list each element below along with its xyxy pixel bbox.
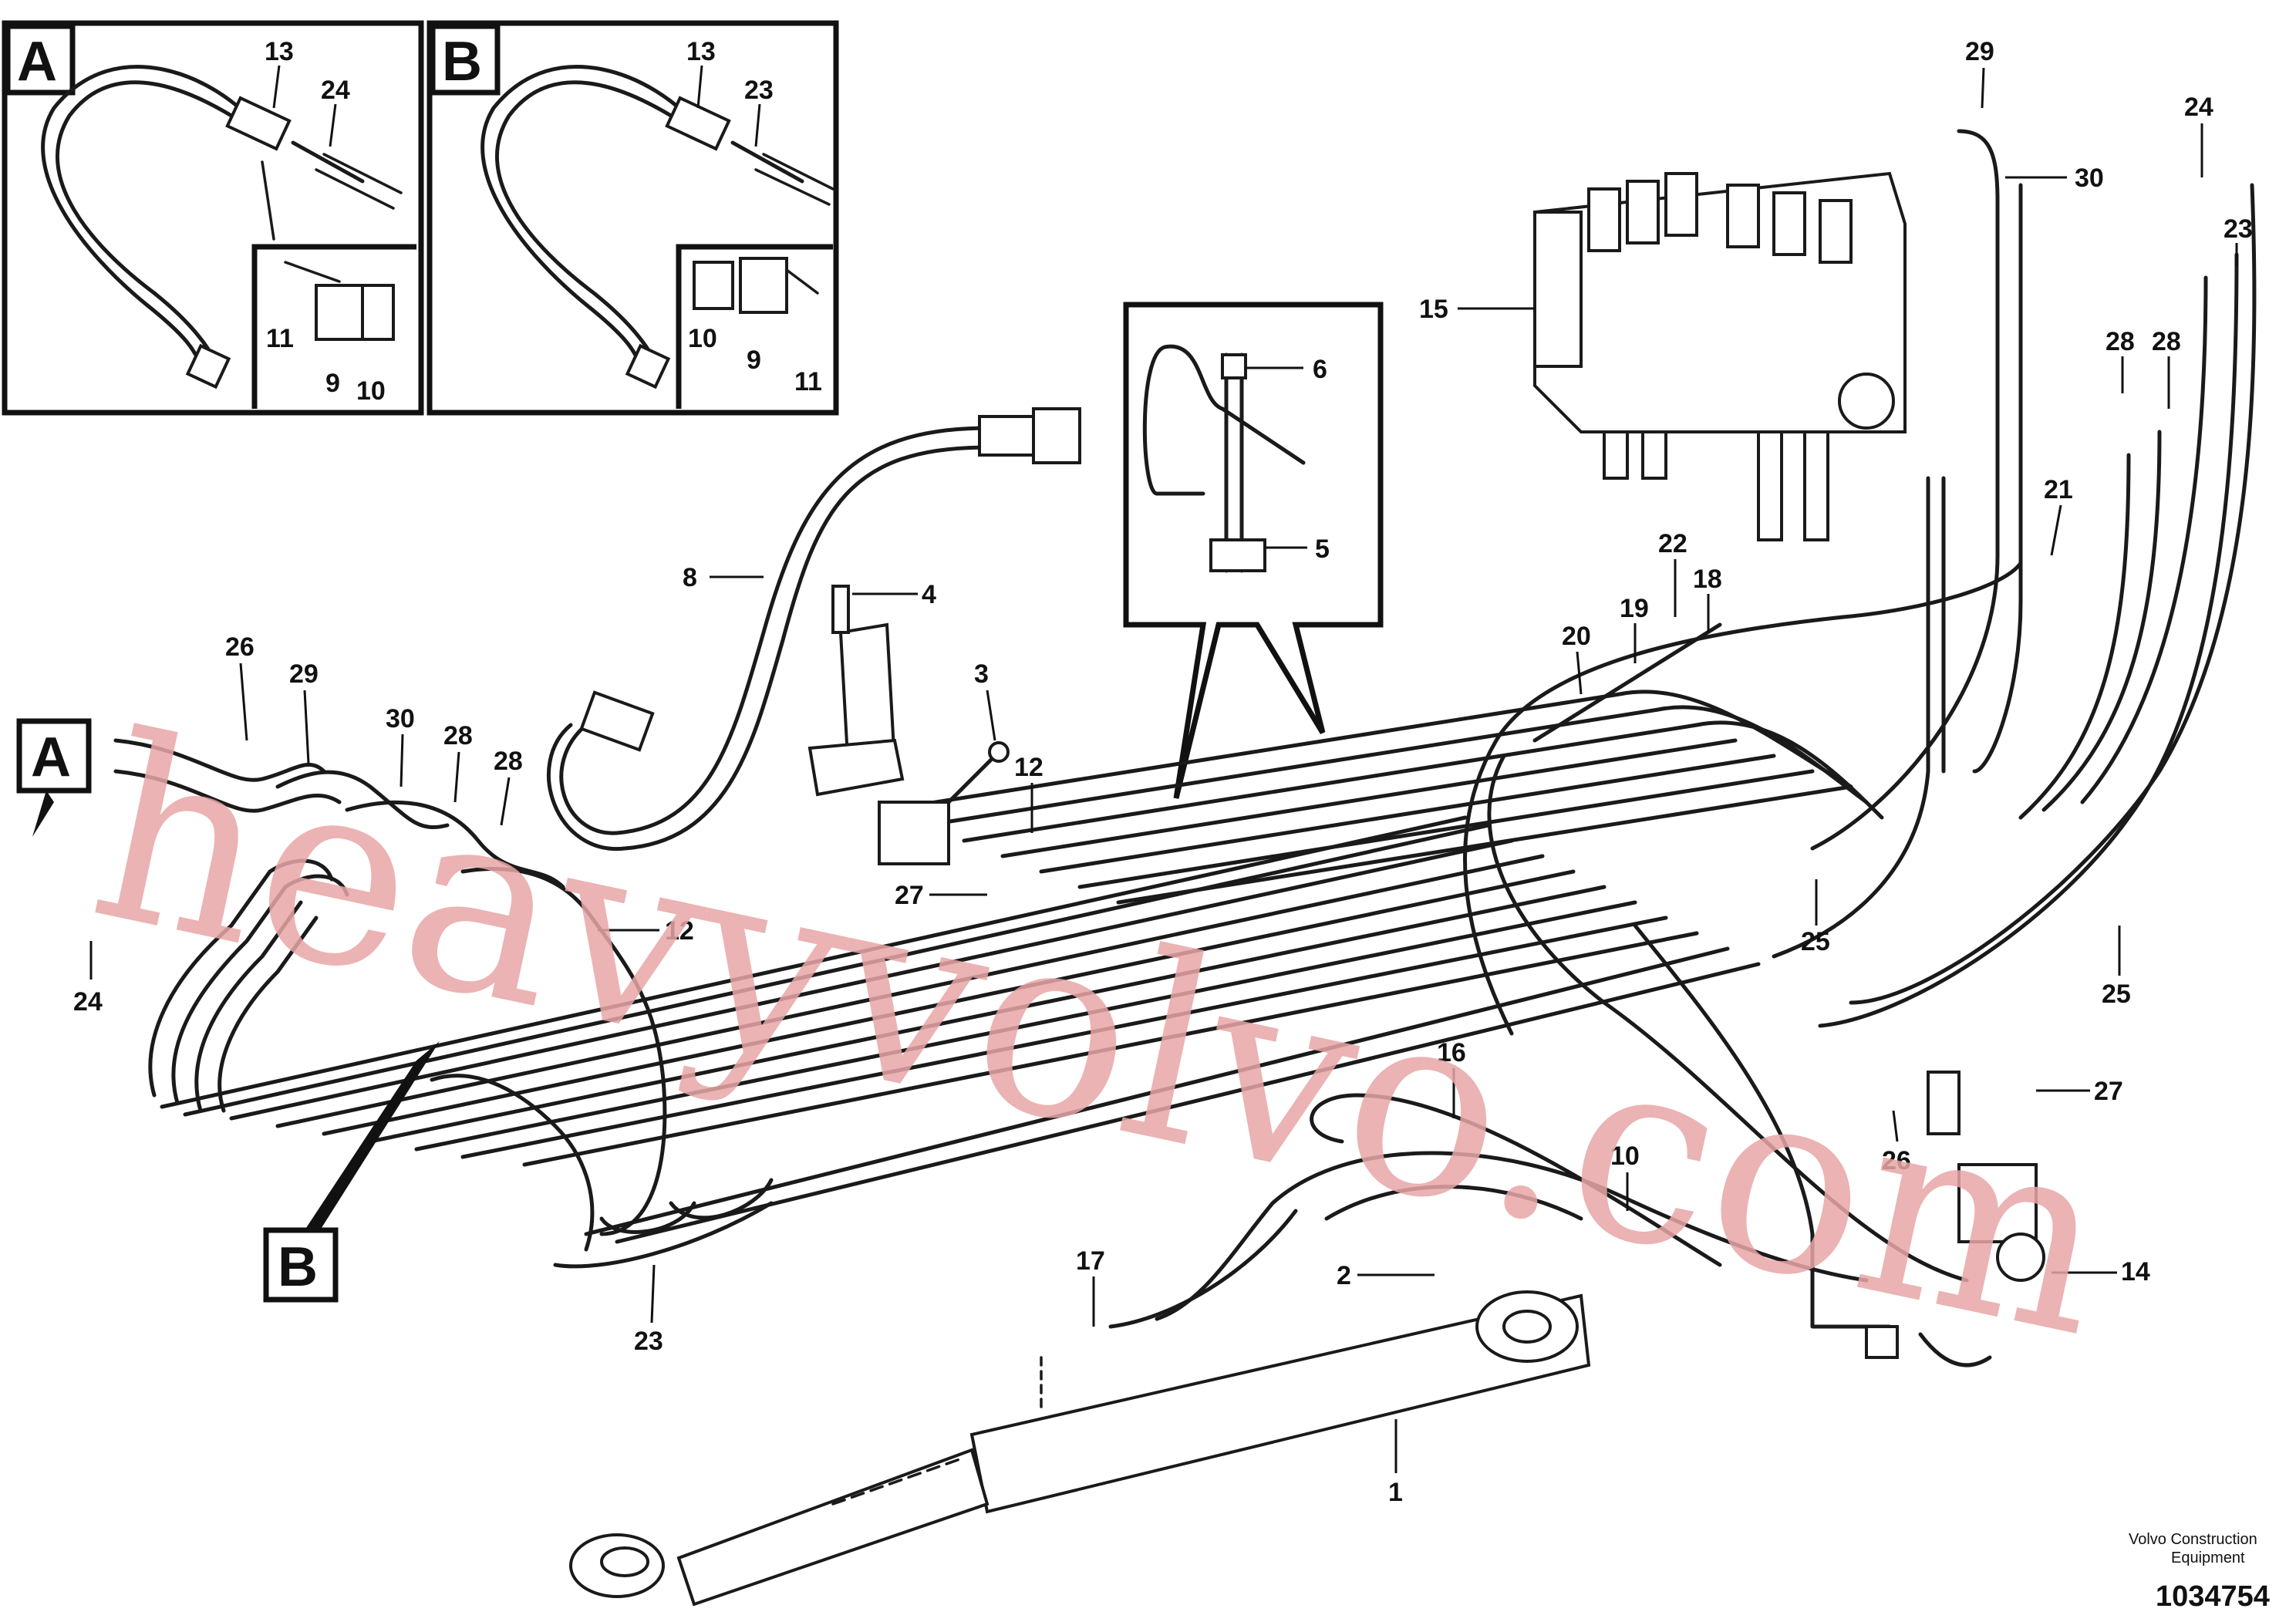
callout-23-bottom: 23: [634, 1327, 663, 1356]
hose-8: [559, 426, 990, 835]
inset-a-label-24: 24: [321, 76, 350, 105]
inset-a-letter: A: [17, 31, 57, 93]
callout-1: 1: [1388, 1478, 1403, 1507]
callout-2: 2: [1337, 1261, 1351, 1290]
valve-block-14: [1865, 1071, 2045, 1359]
ref-b-letter: B: [278, 1236, 318, 1298]
ref-b-arrow: [305, 1041, 440, 1230]
inset-b-letter-box: [430, 23, 501, 96]
inset-b-hose: [495, 80, 673, 365]
part-number: 1034754: [2156, 1580, 2270, 1613]
callout-6: 6: [1313, 355, 1327, 384]
callout-27-right: 27: [2094, 1077, 2123, 1106]
callout-12-left: 12: [665, 916, 694, 946]
callout-20: 20: [1562, 622, 1591, 651]
watermark: heavyvolvo.com: [72, 679, 2132, 1394]
callout-18: 18: [1693, 565, 1722, 594]
callout-24-top: 24: [2184, 93, 2213, 122]
callout-10: 10: [1610, 1141, 1640, 1171]
tube-bundle: [148, 690, 1884, 1244]
callout-22: 22: [1658, 529, 1687, 558]
inset-a-label-9: 9: [325, 369, 340, 398]
control-valve-15: [1533, 171, 1907, 541]
ref-a-box: [16, 718, 92, 794]
inset-a-hose: [56, 80, 234, 365]
callout-28-left-a: 28: [443, 721, 473, 750]
callout-26-right: 26: [1882, 1146, 1911, 1175]
callout-25-mid: 25: [1801, 927, 1830, 956]
inset-b-letter: B: [442, 31, 482, 93]
bolt-6: [1221, 353, 1247, 379]
callout-24-left: 24: [73, 987, 103, 1017]
inset-a-label-10: 10: [356, 376, 386, 406]
bracket-hose: [1142, 344, 1306, 496]
cylinder-1: [569, 1290, 1591, 1607]
inset-a-fitting: [225, 96, 292, 151]
maker-line-2: Equipment: [2171, 1549, 2245, 1566]
callout-28-left-b: 28: [494, 747, 523, 776]
callout-19: 19: [1620, 594, 1649, 623]
callout-5: 5: [1315, 534, 1330, 564]
inset-a-label-13: 13: [265, 37, 294, 66]
callout-25-right: 25: [2102, 980, 2131, 1009]
callout-30-left: 30: [386, 704, 415, 733]
callout-12-mid: 12: [1014, 753, 1043, 782]
inset-b-label-11: 11: [794, 367, 822, 396]
callout-28-a: 28: [2106, 327, 2135, 356]
left-loops: [113, 738, 774, 1269]
callout-29-left: 29: [289, 659, 319, 689]
callout-labels: 29 30 24 23 15 28 28 21 22 18 19 20 6 5 …: [73, 37, 2253, 1507]
callout-21: 21: [2044, 475, 2073, 504]
hose-10: [1155, 1151, 1869, 1321]
inset-bracket-detail: [1123, 302, 1384, 799]
callout-28-b: 28: [2152, 327, 2181, 356]
inset-a-pipe: [315, 153, 403, 210]
hose-16: [1310, 1093, 1722, 1267]
callout-17: 17: [1076, 1246, 1105, 1276]
inset-b-label-9: 9: [747, 346, 761, 375]
inset-b: B 13 23 10 9 11: [426, 20, 839, 416]
clamp-5: [1209, 538, 1266, 572]
ref-a-letter: A: [31, 727, 71, 788]
callout-27-mid: 27: [895, 881, 924, 910]
ref-a-arrow: [32, 791, 54, 837]
bracket-4: [807, 585, 1010, 865]
inset-a: A 13 24 11 9 10: [2, 20, 424, 416]
ref-b-box: [263, 1227, 339, 1303]
inset-b-label-13: 13: [686, 37, 716, 66]
callout-26-left: 26: [225, 632, 255, 662]
callout-29-top: 29: [1965, 37, 1994, 66]
inset-a-letter-box: [5, 23, 76, 96]
inset-a-label-11: 11: [266, 324, 294, 353]
right-pipes: [1463, 129, 2257, 1367]
inset-b-label-23: 23: [744, 76, 774, 105]
callout-14: 14: [2121, 1257, 2150, 1286]
callout-8: 8: [683, 563, 697, 592]
callout-23-top: 23: [2224, 214, 2253, 244]
inset-b-fitting: [665, 96, 731, 151]
maker-line-1: Volvo Construction: [2129, 1531, 2257, 1548]
fitting-8-top: [978, 415, 1035, 457]
callout-15: 15: [1419, 295, 1448, 324]
callout-3: 3: [974, 659, 989, 689]
callout-4: 4: [922, 580, 936, 609]
callout-16: 16: [1437, 1038, 1466, 1067]
inset-b-label-10: 10: [688, 324, 717, 353]
callout-30-top: 30: [2075, 164, 2104, 193]
